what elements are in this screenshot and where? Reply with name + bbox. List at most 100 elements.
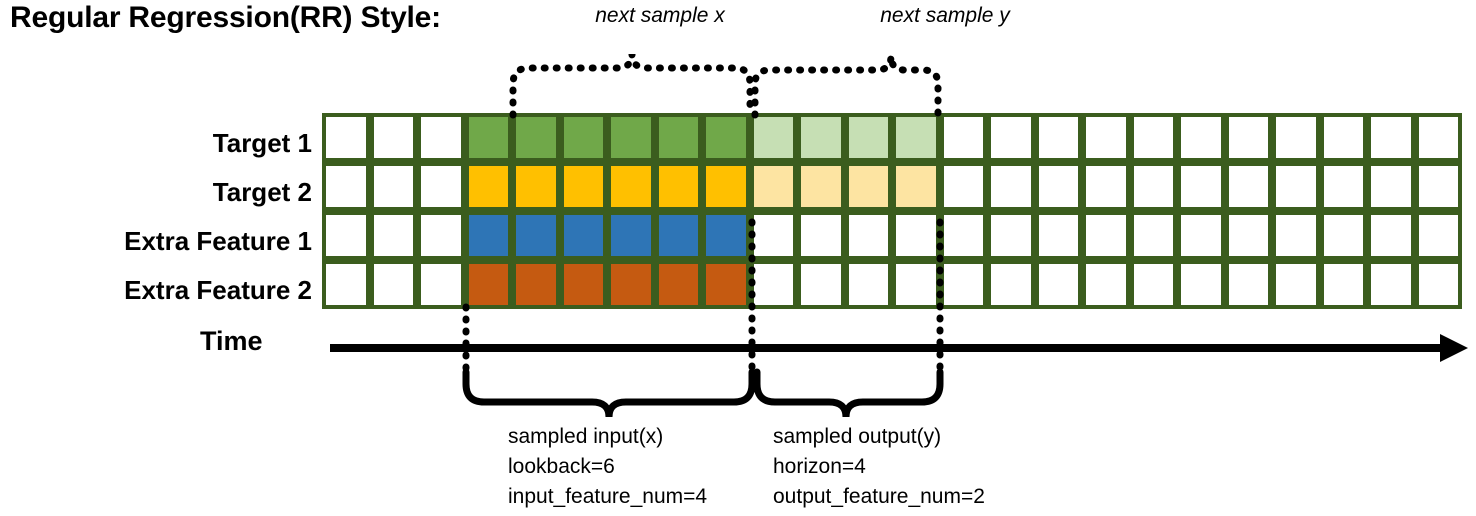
timeline-cell-input <box>658 166 698 207</box>
row-label-target-2: Target 2 <box>212 177 312 207</box>
caption-output-line-1: sampled output(y) <box>773 425 942 448</box>
time-axis-label: Time <box>200 326 263 356</box>
timeline-cell-input <box>563 215 603 256</box>
row-label-extra-feature-1: Extra Feature 1 <box>124 226 312 256</box>
timeline-cell-blank <box>421 215 461 256</box>
timeline-cell-input <box>516 264 556 305</box>
timeline-cell-input <box>516 117 556 158</box>
timeline-cell-blank <box>1181 215 1221 256</box>
timeline-cell-input <box>611 264 651 305</box>
timeline-cell-blank <box>326 117 366 158</box>
timeline-cell-blank <box>1086 166 1126 207</box>
timeline-cell-blank <box>373 264 413 305</box>
caption-output-line-2: horizon=4 <box>773 455 866 478</box>
timeline-cell-output <box>896 117 936 158</box>
timeline-cell-output <box>753 215 793 256</box>
top-brace-x <box>509 53 754 119</box>
timeline-cell-input <box>706 264 746 305</box>
timeline-cell-blank <box>421 264 461 305</box>
timeline-cell-blank <box>373 166 413 207</box>
timeline-cell-blank <box>1228 166 1268 207</box>
timeline-grid <box>322 113 1462 309</box>
caption-output-line-3: output_feature_num=2 <box>773 485 985 508</box>
timeline-cell-blank <box>991 166 1031 207</box>
timeline-cell-blank <box>1181 166 1221 207</box>
timeline-cell-blank <box>1038 215 1078 256</box>
timeline-cell-input <box>468 117 508 158</box>
caption-input-line-3: input_feature_num=4 <box>508 485 708 508</box>
timeline-cell-output <box>896 166 936 207</box>
timeline-cell-input <box>563 264 603 305</box>
brace-label-next-sample-y: next sample y <box>880 4 1010 27</box>
timeline-cell-output <box>753 264 793 305</box>
timeline-cell-blank <box>421 166 461 207</box>
timeline-cell-blank <box>1228 215 1268 256</box>
caption-input-line-2: lookback=6 <box>508 455 615 478</box>
timeline-cell-blank <box>1133 166 1173 207</box>
timeline-cell-input <box>706 215 746 256</box>
timeline-cell-blank <box>1038 117 1078 158</box>
timeline-cell-input <box>706 166 746 207</box>
timeline-cell-blank <box>1276 264 1316 305</box>
timeline-cell-output <box>801 215 841 256</box>
timeline-cell-blank <box>1133 117 1173 158</box>
timeline-cell-blank <box>326 166 366 207</box>
timeline-row <box>322 260 1462 309</box>
timeline-cell-blank <box>326 264 366 305</box>
timeline-cell-input <box>516 215 556 256</box>
timeline-cell-blank <box>991 264 1031 305</box>
timeline-row <box>322 162 1462 211</box>
timeline-cell-blank <box>1371 117 1411 158</box>
timeline-cell-input <box>706 117 746 158</box>
timeline-cell-blank <box>1371 215 1411 256</box>
timeline-cell-input <box>516 166 556 207</box>
timeline-cell-output <box>801 117 841 158</box>
timeline-cell-blank <box>1418 264 1458 305</box>
row-label-target-1: Target 1 <box>212 128 312 158</box>
timeline-cell-blank <box>1228 264 1268 305</box>
timeline-cell-blank <box>1276 215 1316 256</box>
timeline-cell-blank <box>1181 117 1221 158</box>
timeline-cell-blank <box>1418 117 1458 158</box>
timeline-cell-input <box>468 166 508 207</box>
timeline-cell-blank <box>1181 264 1221 305</box>
timeline-row <box>322 211 1462 260</box>
timeline-cell-blank <box>373 117 413 158</box>
timeline-cell-blank <box>1323 264 1363 305</box>
timeline-cell-blank <box>1323 215 1363 256</box>
timeline-cell-input <box>468 264 508 305</box>
timeline-cell-output <box>896 264 936 305</box>
row-label-extra-feature-2: Extra Feature 2 <box>124 275 312 305</box>
timeline-cell-blank <box>1418 215 1458 256</box>
page-title: Regular Regression(RR) Style: <box>10 1 441 34</box>
timeline-cell-blank <box>943 215 983 256</box>
bottom-brace-output <box>753 368 944 418</box>
timeline-cell-input <box>658 215 698 256</box>
timeline-cell-blank <box>1038 264 1078 305</box>
timeline-cell-blank <box>1276 166 1316 207</box>
caption-input-line-1: sampled input(x) <box>508 425 664 448</box>
timeline-cell-input <box>658 117 698 158</box>
timeline-cell-blank <box>1371 264 1411 305</box>
timeline-cell-blank <box>421 117 461 158</box>
caption-sampled-input: sampled input(x) lookback=6 input_featur… <box>508 422 707 512</box>
timeline-cell-output <box>848 117 888 158</box>
timeline-cell-blank <box>1038 166 1078 207</box>
timeline-cell-blank <box>326 215 366 256</box>
timeline-cell-blank <box>1086 215 1126 256</box>
timeline-cell-output <box>801 264 841 305</box>
brace-label-next-sample-x: next sample x <box>595 4 725 27</box>
timeline-cell-blank <box>1086 264 1126 305</box>
timeline-cell-input <box>563 166 603 207</box>
caption-sampled-output: sampled output(y) horizon=4 output_featu… <box>773 422 985 512</box>
timeline-cell-input <box>611 215 651 256</box>
timeline-cell-blank <box>1371 166 1411 207</box>
timeline-cell-input <box>563 117 603 158</box>
bottom-brace-input <box>462 368 756 418</box>
timeline-cell-output <box>848 166 888 207</box>
timeline-cell-output <box>848 264 888 305</box>
timeline-cell-input <box>658 264 698 305</box>
row-label-column: Target 1 Target 2 Extra Feature 1 Extra … <box>50 115 312 307</box>
timeline-cell-output <box>896 215 936 256</box>
